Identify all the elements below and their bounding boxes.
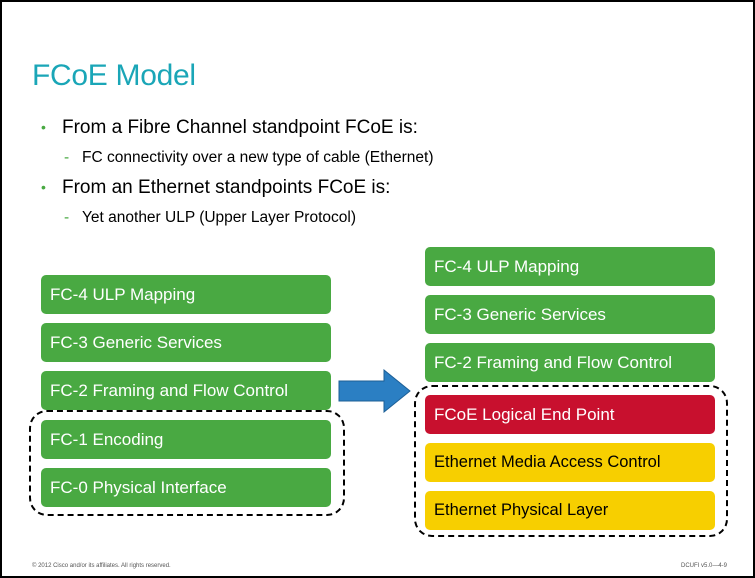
footer-copyright: © 2012 Cisco and/or its affiliates. All … [32,563,171,569]
left-fc0-physical-interface: FC-0 Physical Interface [41,468,331,507]
bullet-mark: • [41,119,46,135]
bullet-ethernet-standpoint: • From an Ethernet standpoints FCoE is: [41,177,391,199]
sub-bullet-mark: - [64,209,70,226]
sub-bullet-mark: - [64,149,70,166]
right-fc3-generic-services: FC-3 Generic Services [425,295,715,334]
left-fc1-encoding: FC-1 Encoding [41,420,331,459]
right-ethernet-physical-layer: Ethernet Physical Layer [425,491,715,530]
left-fc2-framing-flow-control: FC-2 Framing and Flow Control [41,371,331,410]
right-fcoe-logical-end-point: FCoE Logical End Point [425,395,715,434]
left-fc4-ulp-mapping: FC-4 ULP Mapping [41,275,331,314]
sub-bullet-fc-connectivity: - FC connectivity over a new type of cab… [64,149,434,167]
left-dashed-group [29,410,345,516]
slide-title: FCoE Model [32,59,196,92]
bullet-mark: • [41,179,46,195]
right-fc4-ulp-mapping: FC-4 ULP Mapping [425,247,715,286]
right-dashed-group [414,385,728,537]
right-ethernet-mac: Ethernet Media Access Control [425,443,715,482]
sub-bullet-text: Yet another ULP (Upper Layer Protocol) [82,209,356,226]
left-fc3-generic-services: FC-3 Generic Services [41,323,331,362]
footer-course-code: DCUFI v5.0—4-9 [680,563,727,569]
sub-bullet-text: FC connectivity over a new type of cable… [82,149,434,166]
sub-bullet-ulp: - Yet another ULP (Upper Layer Protocol) [64,209,356,227]
right-arrow-icon [338,369,411,413]
bullet-fc-standpoint: • From a Fibre Channel standpoint FCoE i… [41,117,418,139]
bullet-text: From an Ethernet standpoints FCoE is: [62,177,391,198]
right-fc2-framing-flow-control: FC-2 Framing and Flow Control [425,343,715,382]
bullet-text: From a Fibre Channel standpoint FCoE is: [62,117,418,138]
